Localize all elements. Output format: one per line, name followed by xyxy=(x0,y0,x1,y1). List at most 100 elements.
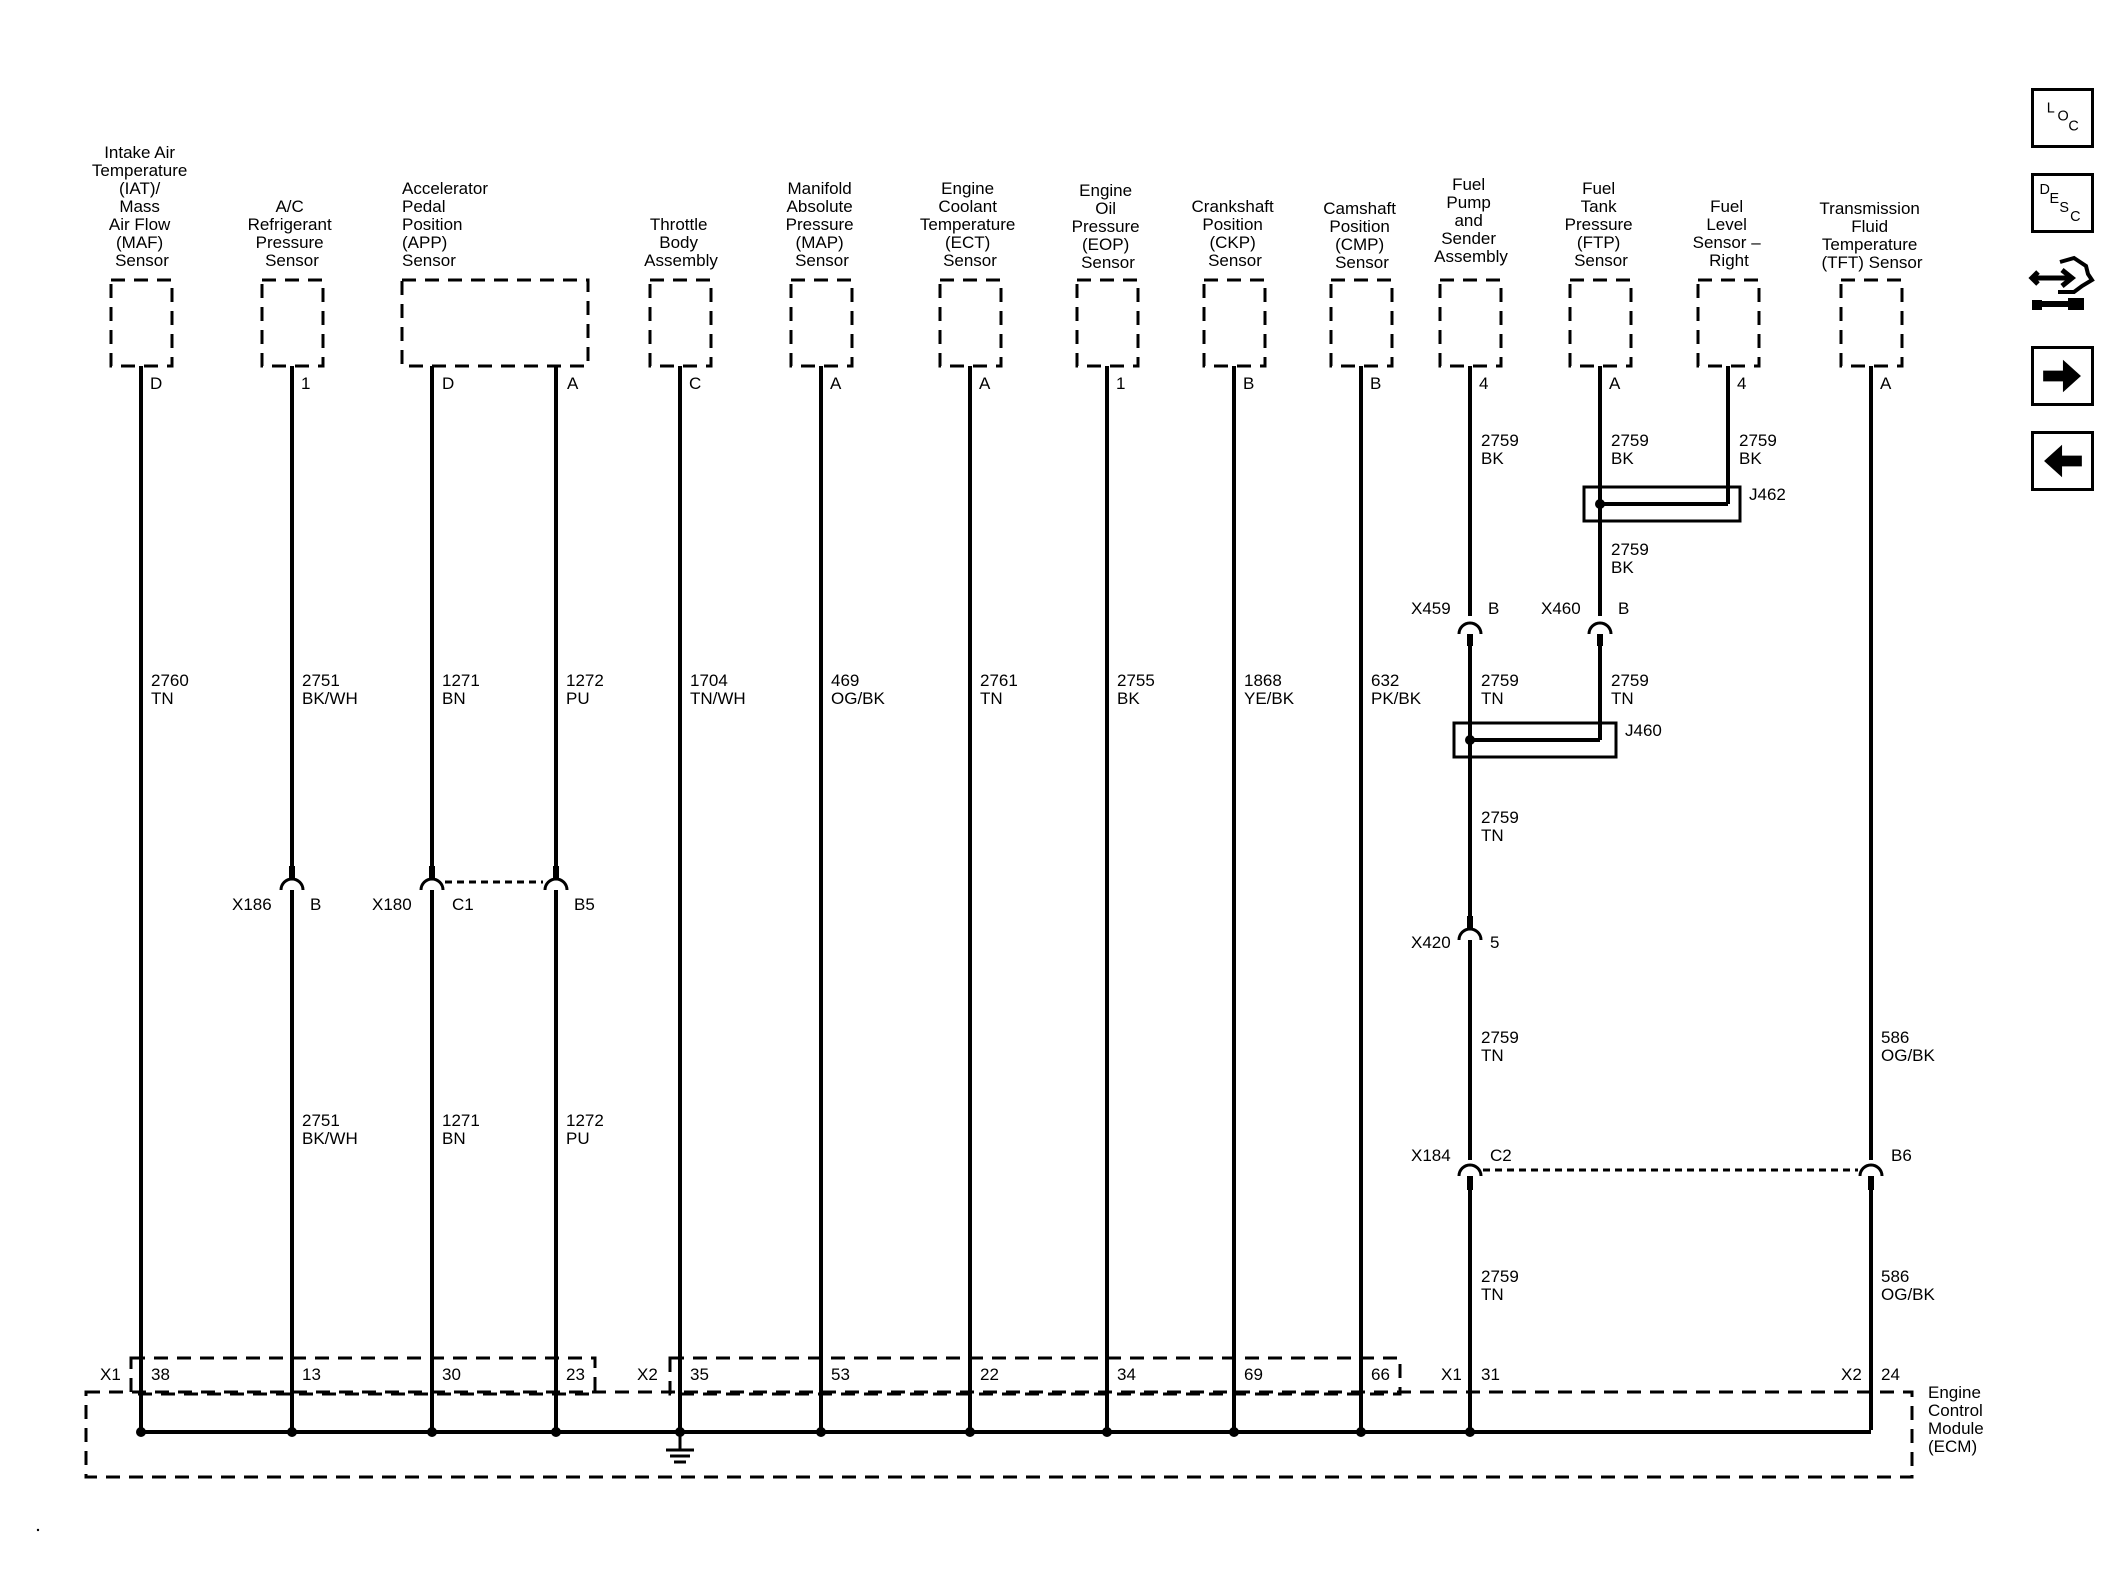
pin-label-app-a: A xyxy=(567,374,579,393)
wire-color-fpsa-below-x459: TN xyxy=(1481,689,1504,708)
connector-icon xyxy=(2028,255,2095,310)
connector-label-x184: X184 xyxy=(1411,1146,1451,1165)
sensor-title-eop: Engine Oil Pressure (EOP) Sensor xyxy=(1072,181,1145,272)
connector-symbol-x184-b6 xyxy=(1858,1163,1884,1177)
wire2-color-app-d: BN xyxy=(442,1129,466,1148)
pin-label-app-d: D xyxy=(442,374,454,393)
sensor-titles: Intake Air Temperature (IAT)/ Mass Air F… xyxy=(92,143,1924,272)
wire-num-fpsa-top: 2759 xyxy=(1481,431,1519,450)
pin-label-ftp: A xyxy=(1609,374,1621,393)
wire2-color-app-a: PU xyxy=(566,1129,590,1148)
ecm-pin-66: 66 xyxy=(1371,1365,1390,1384)
inline-connectors xyxy=(279,621,1884,1190)
bus-dot xyxy=(136,1427,146,1437)
wire-color-eop: BK xyxy=(1117,689,1140,708)
desc-icon: D E S C xyxy=(2040,182,2081,225)
connector-symbol-x460 xyxy=(1587,621,1613,635)
sensor-box-app xyxy=(400,278,590,368)
connector-pin-x459: B xyxy=(1488,599,1499,618)
pin-label-tba: C xyxy=(689,374,701,393)
pin-label-cmp: B xyxy=(1370,374,1381,393)
bus-dot xyxy=(1356,1427,1366,1437)
connector-symbol-x186 xyxy=(279,877,305,891)
sensor-title-tft: Transmission Fluid Temperature (TFT) Sen… xyxy=(1819,199,1924,272)
wire-color-tft-bottom: OG/BK xyxy=(1881,1285,1936,1304)
connector-label-x460: X460 xyxy=(1541,599,1581,618)
splice-box-j462 xyxy=(1582,485,1742,523)
sensor-box-map xyxy=(789,278,854,368)
wire-num-maf: 2760 xyxy=(151,671,189,690)
sensor-title-fpsa: Fuel Pump and Sender Assembly xyxy=(1434,175,1508,266)
wire-num-ftp-mid: 2759 xyxy=(1611,540,1649,559)
connector-symbol-x180-b5 xyxy=(543,877,569,891)
bus-dot xyxy=(1102,1427,1112,1437)
svg-text:C: C xyxy=(2068,119,2078,135)
connector-pin-x420: 5 xyxy=(1490,933,1499,952)
wire-num-app-d: 1271 xyxy=(442,671,480,690)
bus-dot xyxy=(965,1427,975,1437)
wire-num-app-a: 1272 xyxy=(566,671,604,690)
pin-label-ect: A xyxy=(979,374,991,393)
svg-text:C: C xyxy=(2070,209,2080,225)
sensor-box-tba xyxy=(648,278,713,368)
connector-symbol-x180-c1 xyxy=(419,877,445,891)
ecm-x1b-label: X1 xyxy=(1441,1365,1462,1384)
wire-num-map: 469 xyxy=(831,671,859,690)
ecm-connector-x1 xyxy=(129,1356,597,1396)
ecm-pin-35: 35 xyxy=(690,1365,709,1384)
ecm-pin-31: 31 xyxy=(1481,1365,1500,1384)
ecm-module xyxy=(84,1356,1914,1479)
ecm-pin-24: 24 xyxy=(1881,1365,1900,1384)
ecm-pin-69: 69 xyxy=(1244,1365,1263,1384)
wire-color-ftp-mid: BK xyxy=(1611,558,1634,577)
wire-num-ftp-top: 2759 xyxy=(1611,431,1649,450)
svg-text:L: L xyxy=(2047,101,2055,117)
wire-num-tft-top: 586 xyxy=(1881,1028,1909,1047)
sensor-box-acrp xyxy=(260,278,325,368)
connector-pin-x184-c2: C2 xyxy=(1490,1146,1512,1165)
sensor-title-fls: Fuel Level Sensor – Right xyxy=(1693,197,1766,270)
next-button[interactable] xyxy=(2031,346,2094,406)
wire-color-below-x184: TN xyxy=(1481,1285,1504,1304)
ecm-connector-x2 xyxy=(668,1356,1402,1396)
sensor-title-map: Manifold Absolute Pressure (MAP) Sensor xyxy=(786,179,859,270)
wire-color-ftp-below-x460: TN xyxy=(1611,689,1634,708)
connector-view-button[interactable] xyxy=(2028,252,2098,330)
splice-boxes xyxy=(1452,485,1742,759)
stray-dot xyxy=(36,1528,40,1532)
ecm-pin-53: 53 xyxy=(831,1365,850,1384)
sensor-box-ect xyxy=(938,278,1003,368)
wire-num-fpsa-below-x459: 2759 xyxy=(1481,671,1519,690)
sensor-box-eop xyxy=(1075,278,1140,368)
wire-color-maf: TN xyxy=(151,689,174,708)
wire-num-ftp-below-x460: 2759 xyxy=(1611,671,1649,690)
wire-num-below-j460: 2759 xyxy=(1481,808,1519,827)
ecm-pin-38: 38 xyxy=(151,1365,170,1384)
prev-button[interactable] xyxy=(2031,431,2094,491)
sensor-box-ftp xyxy=(1568,278,1633,368)
ecm-pin-13: 13 xyxy=(302,1365,321,1384)
pin-label-ckp: B xyxy=(1243,374,1254,393)
sensor-boxes xyxy=(109,278,1904,368)
wire-color-ect: TN xyxy=(980,689,1003,708)
loc-button[interactable]: L O C xyxy=(2031,88,2094,148)
wire-color-tba: TN/WH xyxy=(690,689,746,708)
wire-num-below-x420: 2759 xyxy=(1481,1028,1519,1047)
wire-num-below-x184: 2759 xyxy=(1481,1267,1519,1286)
bus-dot xyxy=(1229,1427,1239,1437)
desc-button[interactable]: D E S C xyxy=(2031,173,2094,233)
wire-num-cmp: 632 xyxy=(1371,671,1399,690)
pin-label-map: A xyxy=(830,374,842,393)
splice-dot-j460 xyxy=(1465,735,1475,745)
wire-color-cmp: PK/BK xyxy=(1371,689,1422,708)
svg-text:S: S xyxy=(2059,200,2069,216)
connector-symbol-x420 xyxy=(1457,927,1483,941)
splice-dot-j462 xyxy=(1595,499,1605,509)
wire-color-ckp: YE/BK xyxy=(1244,689,1295,708)
wire-color-app-d: BN xyxy=(442,689,466,708)
ecm-x2b-label: X2 xyxy=(1841,1365,1862,1384)
wire-num-acrp: 2751 xyxy=(302,671,340,690)
wire2-num-app-a: 1272 xyxy=(566,1111,604,1130)
sensor-title-ftp: Fuel Tank Pressure (FTP) Sensor xyxy=(1565,179,1638,270)
